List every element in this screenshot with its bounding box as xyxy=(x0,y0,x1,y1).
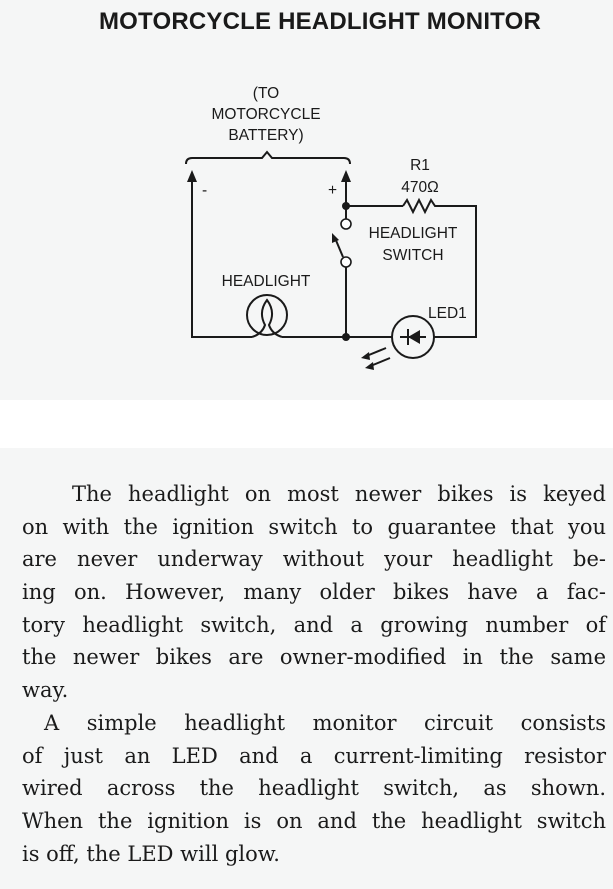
text-line: When the ignition is on and the headligh… xyxy=(22,808,606,833)
text-line: wired across the headlight switch, as sh… xyxy=(22,776,606,801)
switch-arm xyxy=(334,237,344,258)
arrow-up-icon xyxy=(341,170,351,182)
switch-contact xyxy=(340,256,352,268)
battery-label: (TO xyxy=(253,85,279,102)
battery-brace xyxy=(185,150,351,165)
negative-wire xyxy=(191,178,252,338)
text-line: A simple headlight monitor circuit consi… xyxy=(44,710,606,735)
text-line: is off, the LED will glow. xyxy=(22,841,280,866)
resistor-name: R1 xyxy=(410,157,430,174)
resistor-r1 xyxy=(402,197,438,215)
resistor-value: 470Ω xyxy=(401,179,438,196)
page-title: MOTORCYCLE HEADLIGHT MONITOR xyxy=(98,8,542,35)
switch-label: HEADLIGHT xyxy=(369,225,458,242)
arrow-up-icon xyxy=(187,170,197,182)
right-wire xyxy=(434,205,477,338)
text-line: on with the ignition switch to guarantee… xyxy=(22,514,606,539)
battery-label: MOTORCYCLE xyxy=(211,106,320,123)
text-line: the newer bikes are owner-modified in th… xyxy=(22,645,606,670)
headlight-label: HEADLIGHT xyxy=(222,273,311,290)
body-text: The headlight on most newer bikes is key… xyxy=(22,478,606,870)
led-label: LED1 xyxy=(428,305,467,322)
text-line: way. xyxy=(22,678,69,703)
switch-contact xyxy=(340,218,352,230)
minus-label: - xyxy=(202,182,207,199)
text-line: The headlight on most newer bikes is key… xyxy=(72,482,606,506)
divider-band xyxy=(0,400,613,448)
junction-node xyxy=(342,202,350,210)
text-line: tory headlight switch, and a growing num… xyxy=(22,612,606,637)
headlight-lamp xyxy=(246,294,288,336)
switch-label: SWITCH xyxy=(382,247,443,264)
battery-label: BATTERY) xyxy=(228,127,303,144)
text-line: ing on. However, many older bikes have a… xyxy=(22,580,606,605)
text-line: are never underway without your headligh… xyxy=(22,547,606,572)
junction-node xyxy=(342,333,350,341)
plus-label: + xyxy=(328,182,337,199)
led1 xyxy=(391,315,435,359)
text-line: of just an LED and a current-limiting re… xyxy=(22,743,606,768)
headlight-filament xyxy=(251,298,283,338)
circuit-diagram: (TO MOTORCYCLE BATTERY) - + R1 470Ω HEAD… xyxy=(185,85,477,370)
